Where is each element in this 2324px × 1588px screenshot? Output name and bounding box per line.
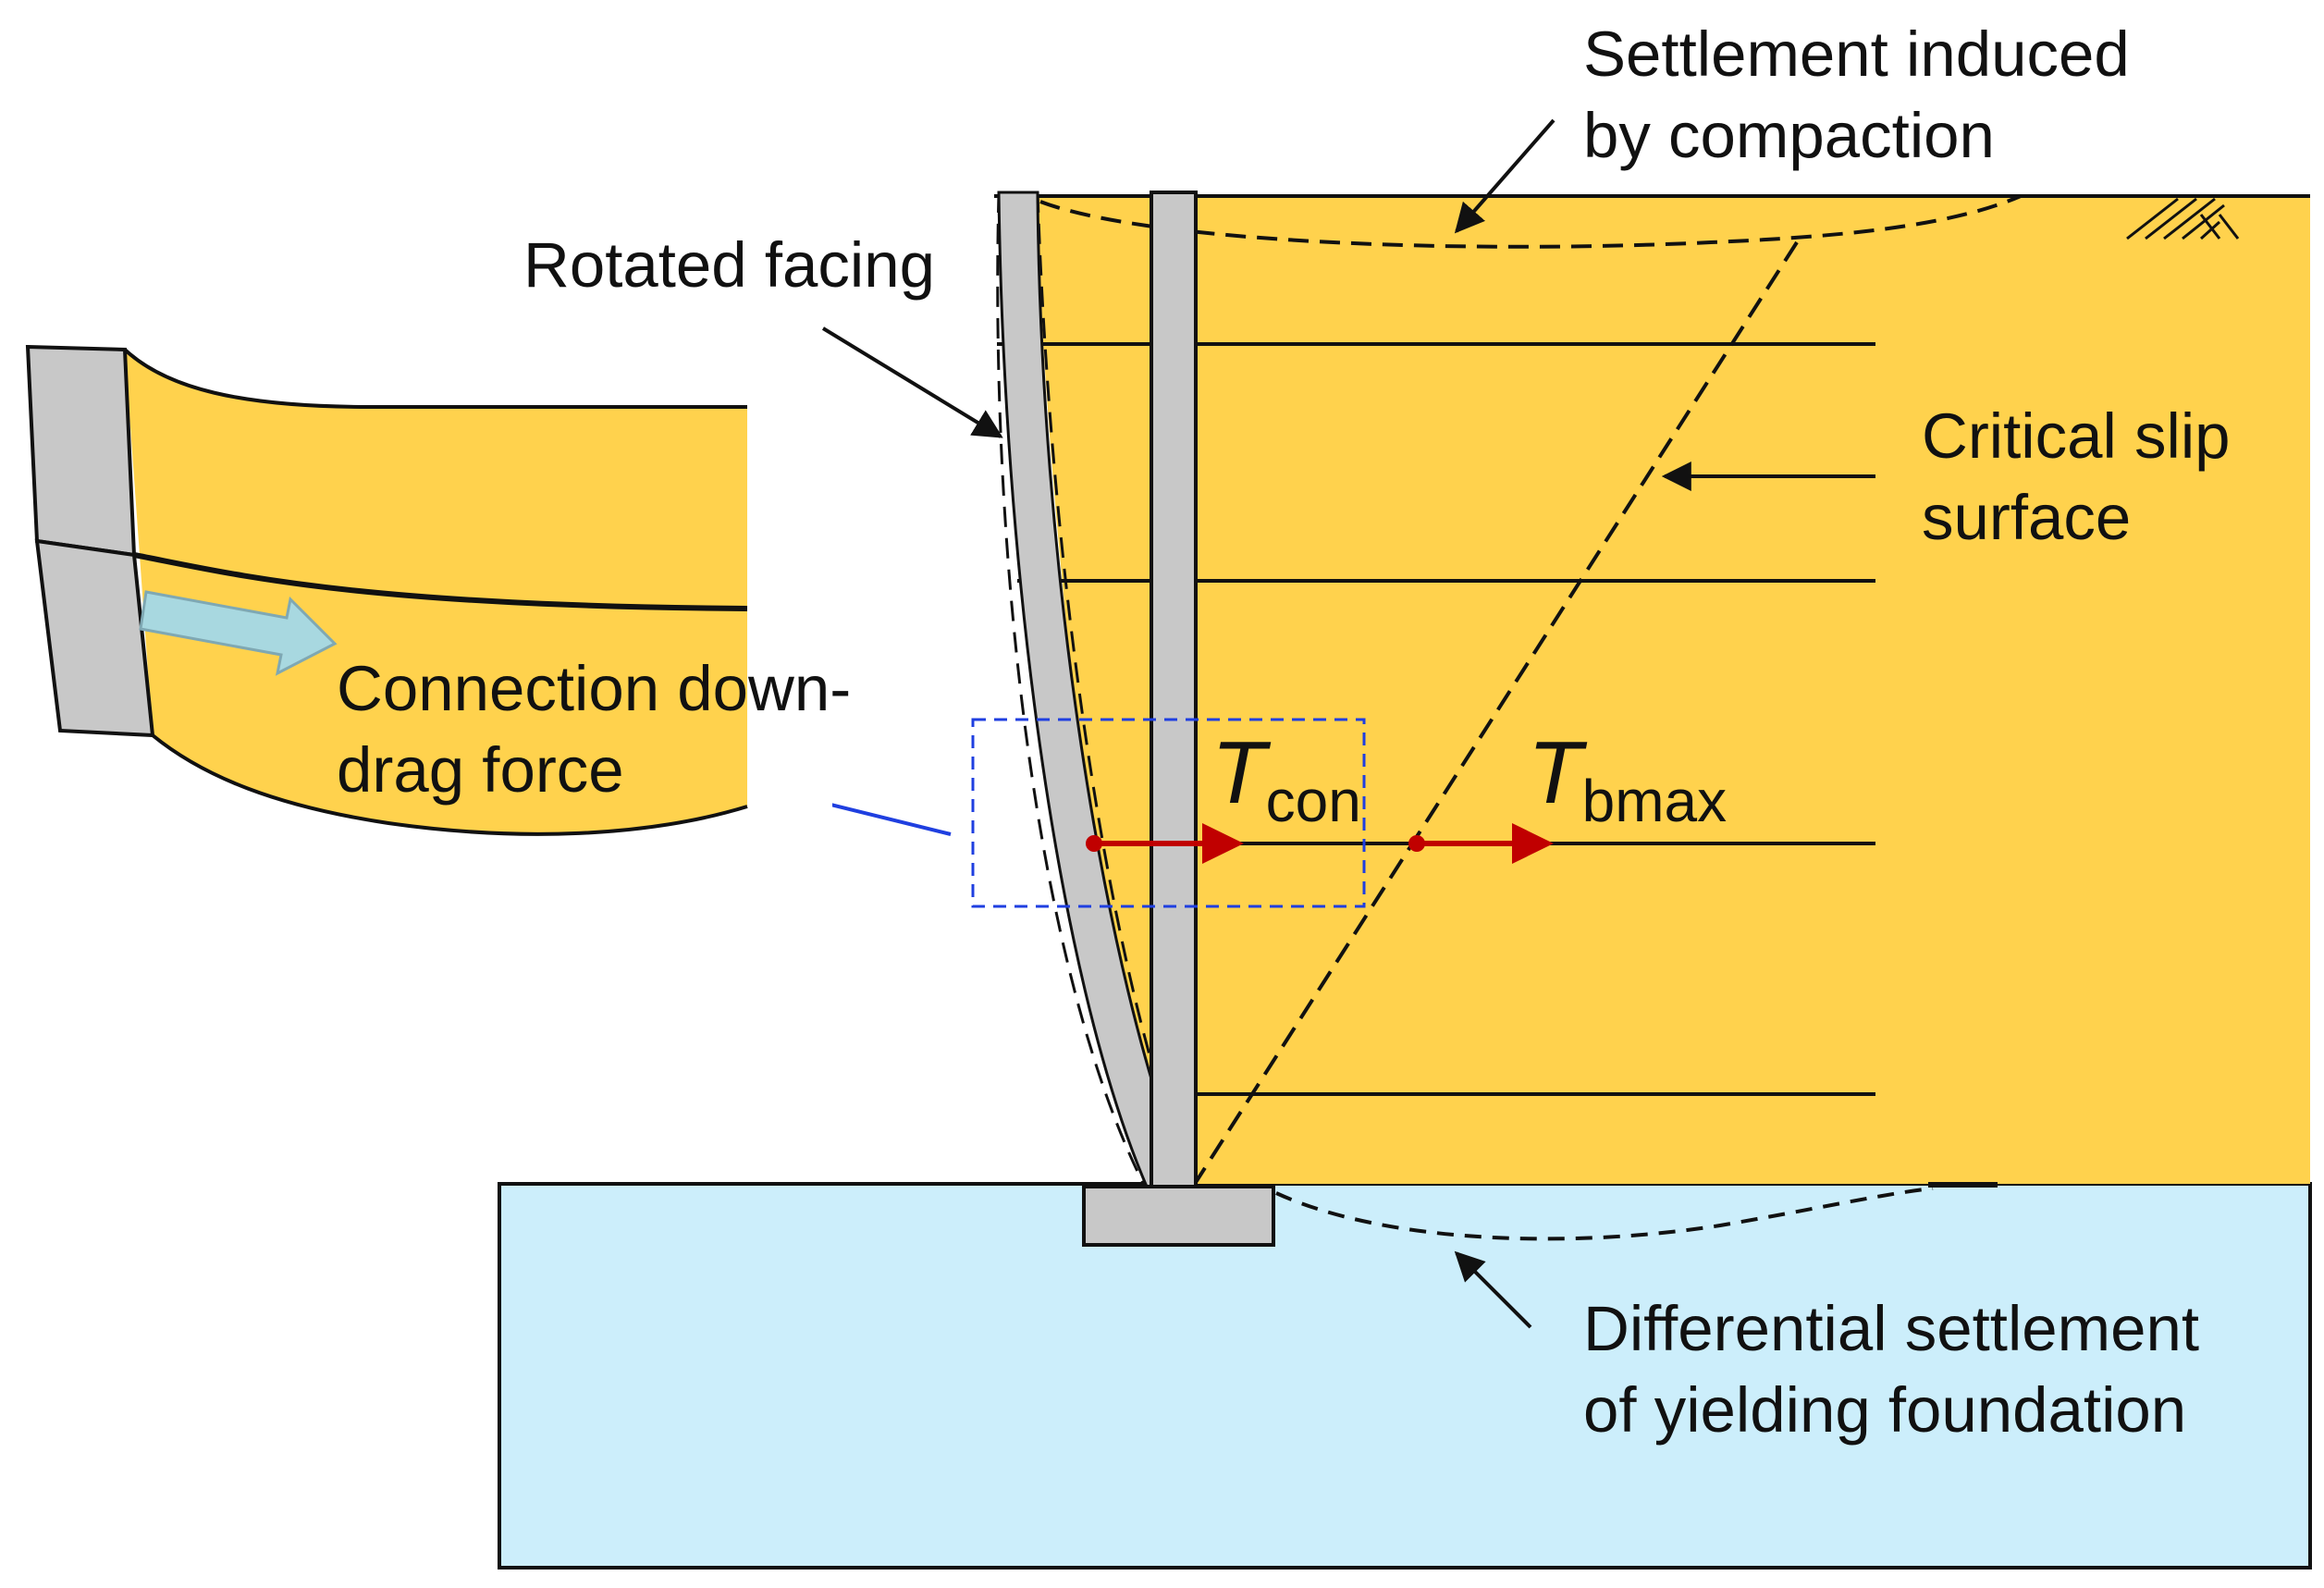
- t-bmax-subscript: bmax: [1582, 768, 1728, 834]
- t-con-force-arrow: [1086, 823, 1244, 864]
- foundation-settlement-curve: [1275, 1187, 1934, 1241]
- inset-facing-lower: [34, 538, 155, 738]
- leveling-pad: [1082, 1185, 1275, 1247]
- original-facing-panel: [1150, 191, 1198, 1188]
- inset-detail: [0, 340, 832, 909]
- downdrag-force-arrow: [139, 590, 338, 676]
- t-bmax-label: Tbmax: [1528, 723, 1727, 834]
- t-bmax-symbol: T: [1528, 723, 1588, 822]
- connection-label-line2: drag force: [337, 734, 624, 806]
- differential-label-line1: Differential settlement: [1583, 1293, 2199, 1364]
- compaction-leader-arrow: [1454, 118, 1555, 234]
- inset-facing-upper: [25, 344, 137, 558]
- foundation-leader-arrow: [1454, 1250, 1532, 1329]
- ground-hatching: [2126, 197, 2240, 240]
- differential-label-line2: of yielding foundation: [1583, 1374, 2186, 1446]
- foundation-layer: [498, 1182, 2312, 1570]
- callout-box: [971, 718, 1366, 908]
- inset-soil: [125, 350, 747, 834]
- critical-slip-surface: [1191, 240, 1799, 1188]
- t-con-symbol: T: [1211, 723, 1272, 822]
- critical-slip-label-line2: surface: [1922, 482, 2131, 553]
- rotated-facing-outline: [996, 191, 1147, 1188]
- t-bmax-force-arrow: [1408, 823, 1554, 864]
- t-con-subscript: con: [1266, 768, 1361, 834]
- settlement-compaction-label-line2: by compaction: [1583, 100, 1995, 171]
- settlement-compaction-label-line1: Settlement induced: [1583, 18, 2130, 90]
- critical-slip-label-line1: Critical slip: [1922, 400, 2231, 472]
- backfill-soil: [1036, 196, 2310, 1184]
- rotated-facing-label: Rotated facing: [523, 229, 935, 301]
- rotated-facing-leader-arrow: [821, 326, 1003, 438]
- connection-label-line1: Connection down-: [337, 653, 851, 724]
- t-con-label: Tcon: [1211, 723, 1361, 834]
- inset-reinforcement: [133, 552, 748, 611]
